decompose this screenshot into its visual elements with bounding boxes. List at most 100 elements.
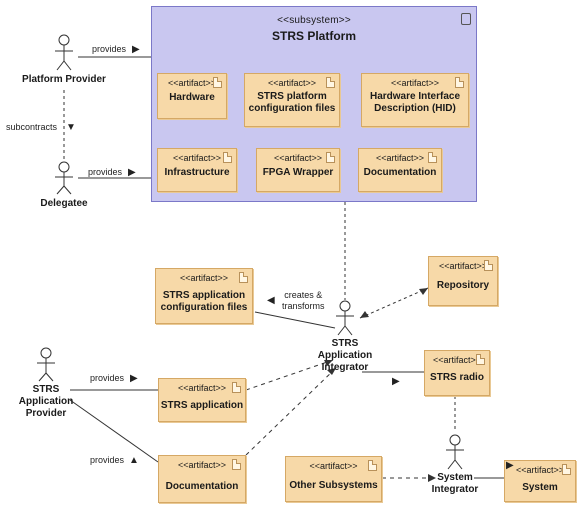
- artifact-stereotype: <<artifact>>: [177, 460, 227, 470]
- repository-dependency: [359, 287, 429, 319]
- relation-label-creates-transforms: creates & transforms: [282, 290, 325, 312]
- artifact-system: <<artifact>> System: [504, 460, 576, 502]
- artifact-stereotype: <<artifact>>: [172, 153, 222, 163]
- artifact-stereotype: <<artifact>>: [432, 355, 482, 365]
- artifact-stereotype: <<artifact>>: [390, 78, 440, 88]
- document-icon: [476, 354, 485, 365]
- artifact-other-subsystems: <<artifact>> Other Subsystems: [285, 456, 382, 502]
- artifact-name-line-1: STRS application: [162, 290, 246, 301]
- artifact-stereotype: <<artifact>>: [375, 153, 425, 163]
- artifact-name-line-2: configuration files: [248, 103, 336, 114]
- actor-strs-application-integrator: [336, 300, 354, 336]
- actor-label-line-1: STRS: [32, 384, 60, 395]
- artifact-infrastructure: <<artifact>> Infrastructure: [157, 148, 237, 192]
- artifact-strs-application-config: <<artifact>> STRS application configurat…: [155, 268, 253, 324]
- actor-label-line-2: Integrator: [431, 484, 479, 495]
- actor-label-line-2: Application: [317, 350, 373, 361]
- creates-connector: [254, 311, 336, 329]
- artifact-stereotype: <<artifact>>: [438, 261, 488, 271]
- artifact-documentation-platform: <<artifact>> Documentation: [358, 148, 442, 192]
- document-icon: [326, 152, 335, 163]
- relation-label-subcontracts: subcontracts: [6, 122, 58, 132]
- relation-label-line-2: transforms: [282, 301, 325, 311]
- actor-label-strs-application-provider: STRS Application Provider: [6, 384, 86, 420]
- subsystem-title: STRS Platform: [271, 29, 356, 43]
- actor-label-line-3: Integrator: [321, 362, 369, 373]
- artifact-stereotype: <<artifact>>: [515, 465, 565, 475]
- artifact-strs-application: <<artifact>> STRS application: [158, 378, 246, 422]
- artifact-name: Documentation: [165, 481, 239, 492]
- document-icon: [326, 77, 335, 88]
- direction-arrow-right: ▶: [132, 44, 140, 55]
- artifact-hardware-interface-description: <<artifact>> Hardware Interface Descript…: [361, 73, 469, 127]
- artifact-stereotype: <<artifact>>: [309, 461, 358, 471]
- document-icon: [213, 77, 222, 88]
- document-icon: [223, 152, 232, 163]
- artifact-name: Infrastructure: [164, 167, 230, 178]
- arrowhead: [324, 360, 333, 366]
- actor-system-integrator: [446, 434, 464, 470]
- actor-label-system-integrator: System Integrator: [420, 472, 490, 496]
- artifact-name-line-1: Hardware Interface: [369, 91, 461, 102]
- document-icon: [239, 272, 248, 283]
- actor-label-line-1: STRS: [331, 338, 359, 349]
- artifact-name-line-1: STRS platform: [257, 91, 327, 102]
- direction-arrow-left: ◀: [267, 295, 275, 306]
- artifact-stereotype: <<artifact>>: [267, 78, 317, 88]
- document-icon: [368, 460, 377, 471]
- arrowhead: [419, 288, 428, 295]
- artifact-hardware: <<artifact>> Hardware: [157, 73, 227, 119]
- document-icon: [484, 260, 493, 271]
- relation-label-line-1: creates &: [284, 290, 323, 300]
- artifact-name: FPGA Wrapper: [262, 167, 334, 178]
- artifact-strs-platform-config: <<artifact>> STRS platform configuration…: [244, 73, 340, 127]
- direction-arrow-up: ▲: [129, 455, 139, 466]
- actor-platform-provider: [55, 34, 73, 71]
- relation-label-provides: provides: [90, 373, 125, 383]
- document-icon: [562, 464, 571, 475]
- actor-label-line-3: Provider: [25, 408, 67, 419]
- actor-label-line-1: System: [437, 472, 473, 483]
- arrowhead: [327, 368, 336, 375]
- relation-label-provides: provides: [92, 44, 127, 54]
- arrowhead: [428, 474, 436, 482]
- actor-strs-application-provider: [37, 347, 55, 382]
- artifact-name: STRS radio: [430, 372, 484, 383]
- actor-delegatee: [55, 161, 73, 195]
- artifact-name: Repository: [436, 280, 490, 291]
- artifact-name: STRS application: [160, 400, 244, 411]
- provides-doc-connector: [69, 399, 159, 463]
- component-icon: [461, 13, 471, 25]
- document-icon: [232, 459, 241, 470]
- artifact-stereotype: <<artifact>>: [177, 383, 227, 393]
- relation-label-provides: provides: [90, 455, 125, 465]
- artifact-name-line-2: configuration files: [160, 302, 248, 313]
- artifact-name: Hardware: [169, 92, 215, 103]
- direction-arrow-right: ▶: [130, 373, 138, 384]
- artifact-repository: <<artifact>> Repository: [428, 256, 498, 306]
- documentation-integrator-dependency: [245, 367, 337, 456]
- direction-arrow-right: ▶: [392, 376, 400, 387]
- document-icon: [232, 382, 241, 393]
- artifact-documentation-application: <<artifact>> Documentation: [158, 455, 246, 503]
- artifact-stereotype: <<artifact>>: [179, 273, 229, 283]
- direction-arrow-right: ▶: [506, 460, 514, 471]
- artifact-name: Documentation: [363, 167, 437, 178]
- artifact-name-line-2: Description (HID): [374, 103, 456, 114]
- subsystem-stereotype: <<subsystem>>: [277, 15, 351, 26]
- direction-arrow-right: ▶: [128, 167, 136, 178]
- document-icon: [455, 77, 464, 88]
- actor-label-delegatee: Delegatee: [40, 198, 88, 209]
- artifact-fpga-wrapper: <<artifact>> FPGA Wrapper: [256, 148, 340, 192]
- actor-label-platform-provider: Platform Provider: [22, 74, 106, 85]
- artifact-strs-radio: <<artifact>> STRS radio: [424, 350, 490, 396]
- direction-arrow-down: ▼: [66, 122, 76, 133]
- document-icon: [428, 152, 437, 163]
- relation-label-provides: provides: [88, 167, 123, 177]
- actor-label-line-2: Application: [18, 396, 74, 407]
- actor-label-strs-application-integrator: STRS Application Integrator: [305, 338, 385, 374]
- arrowhead: [360, 311, 369, 318]
- artifact-stereotype: <<artifact>>: [273, 153, 323, 163]
